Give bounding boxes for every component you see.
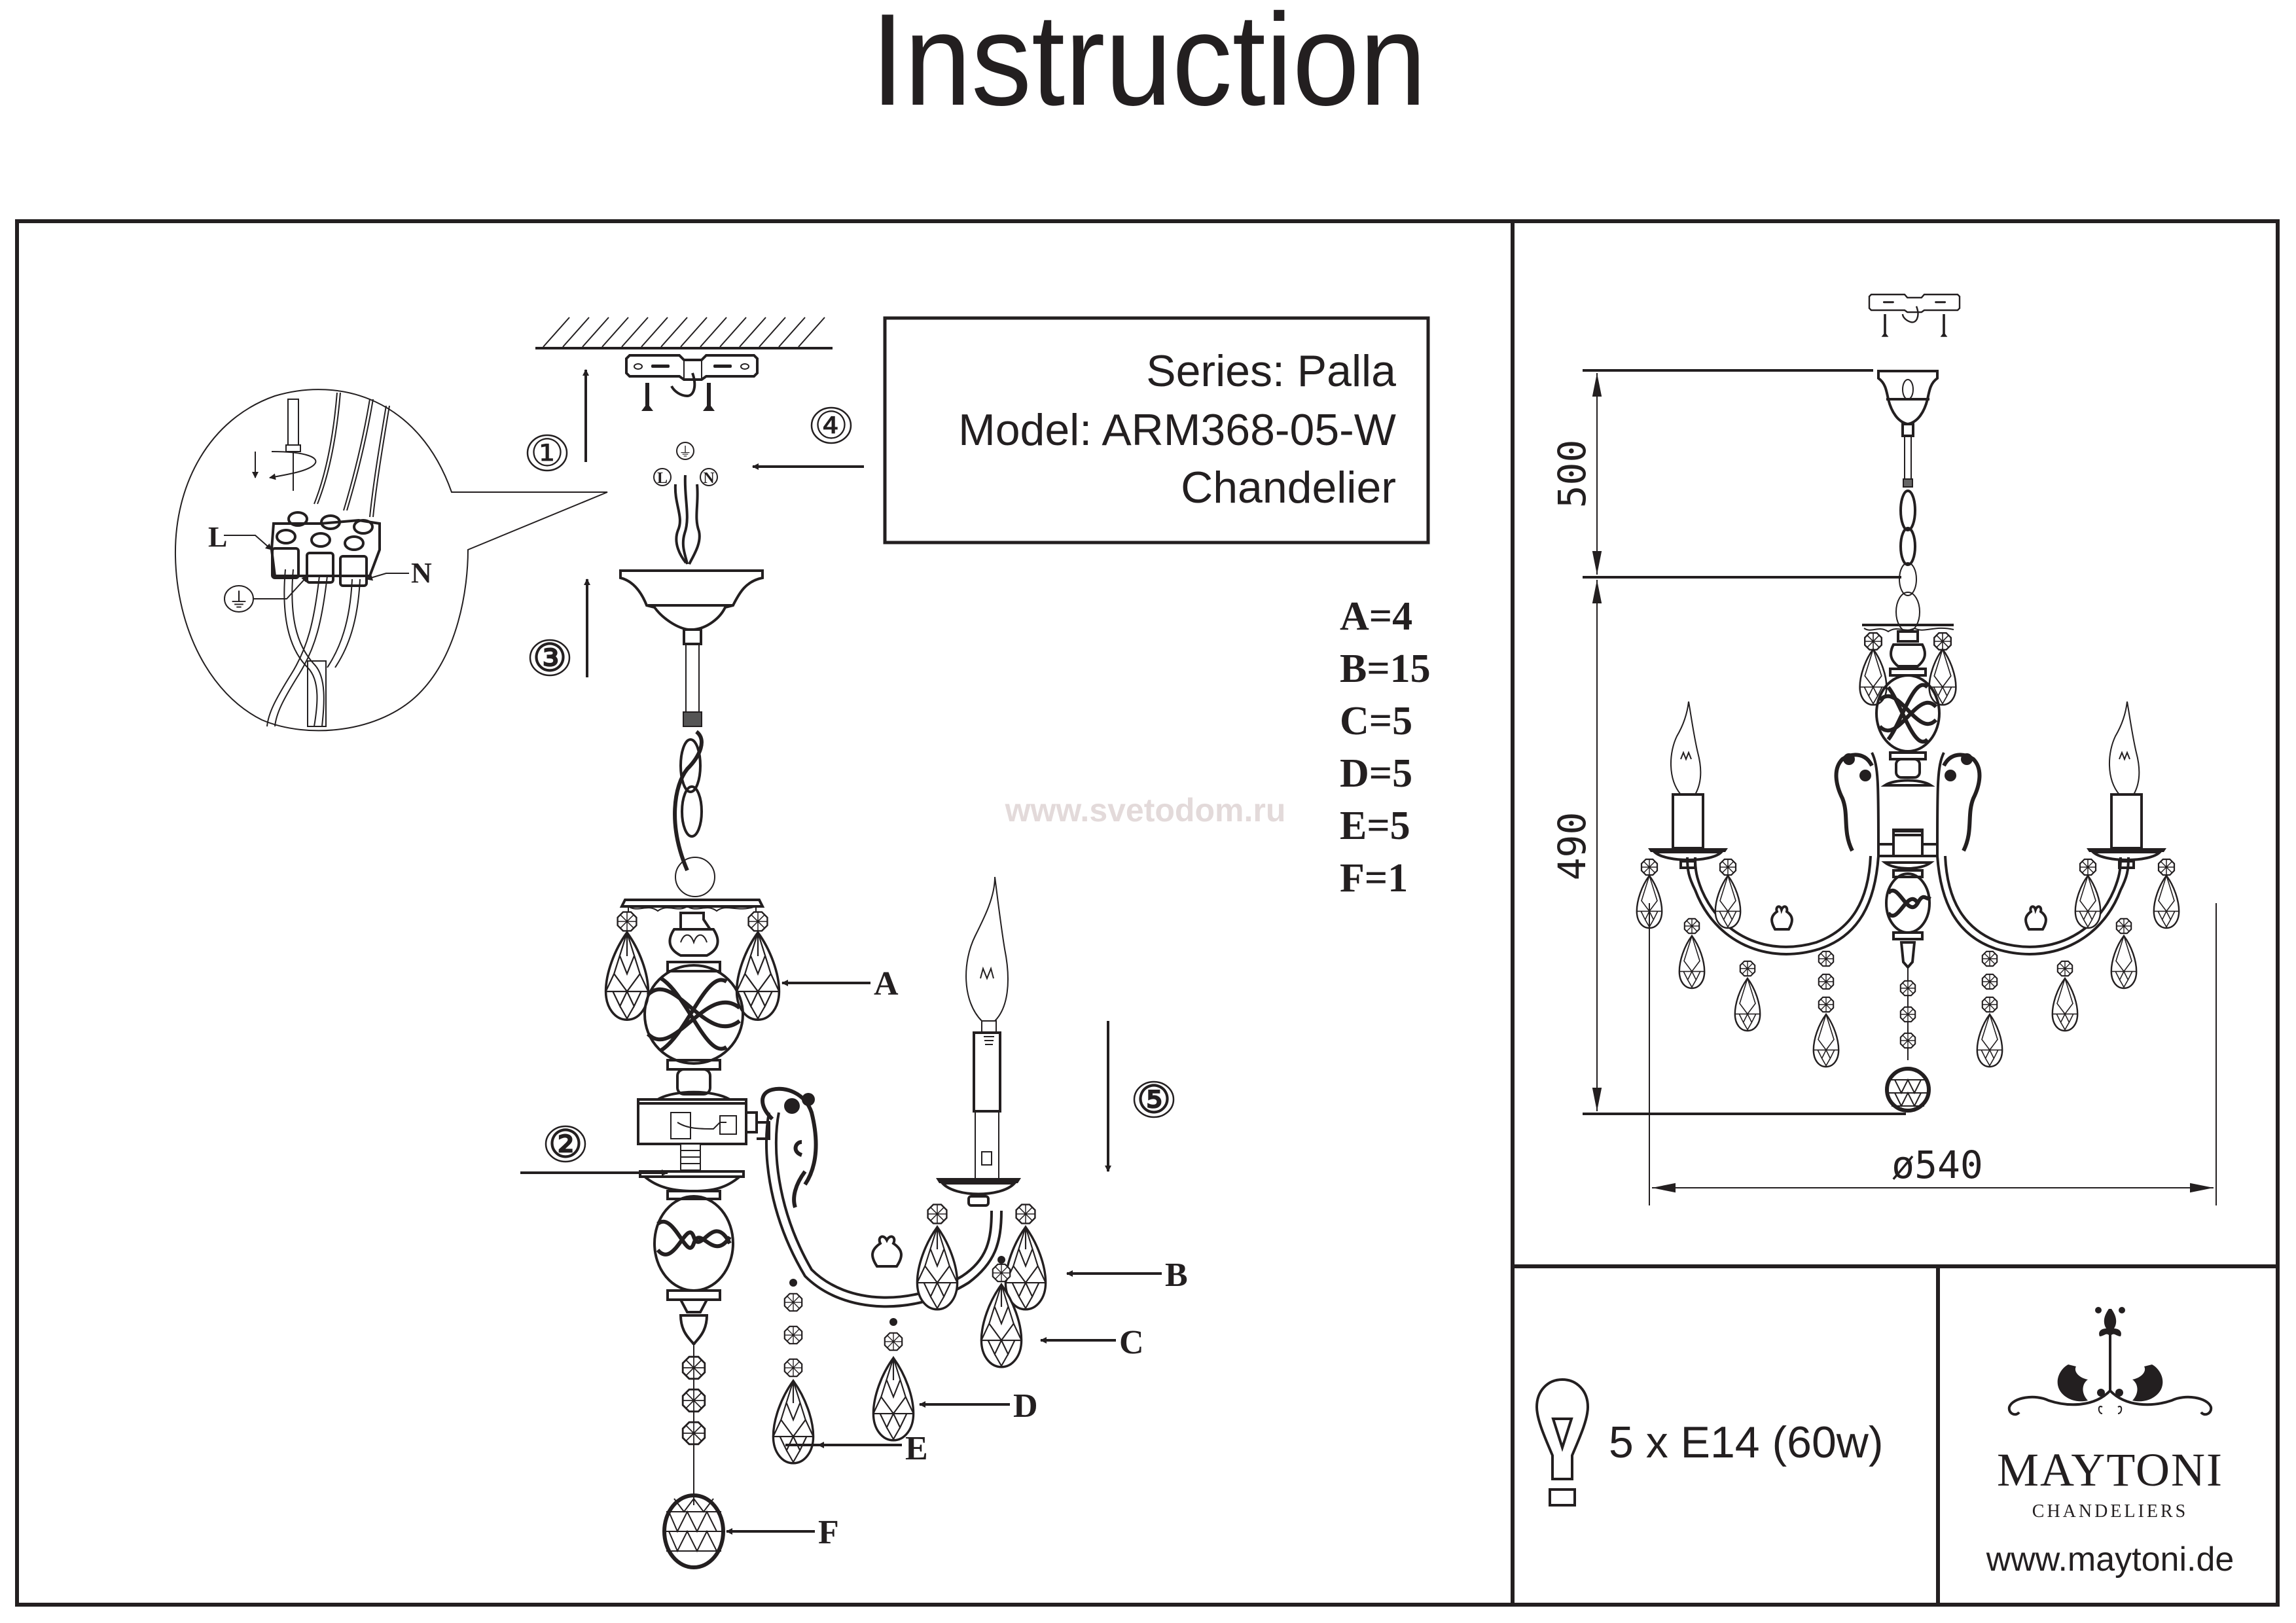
wiring-detail-callout: L N ⏚ bbox=[174, 389, 608, 732]
product-info-box: Series: Palla Model: ARM368-05-W Chandel… bbox=[883, 316, 1430, 544]
parts-list-item: D=5 bbox=[1340, 751, 1412, 796]
suspension-chain bbox=[673, 730, 715, 897]
dimension-drawing: 500 490 ø540 bbox=[1550, 293, 2217, 1205]
step-3: ③ bbox=[529, 579, 590, 679]
live-label-small: L bbox=[657, 470, 668, 487]
page-title: Instruction bbox=[871, 0, 1427, 133]
step-1-number: ① bbox=[530, 432, 564, 474]
light-bulb-icon bbox=[1535, 1378, 1590, 1507]
parts-list-item: E=5 bbox=[1340, 804, 1410, 848]
step-3-number: ③ bbox=[533, 637, 567, 679]
parts-list-item: C=5 bbox=[1340, 699, 1412, 743]
brand-logo: MAYTONI CHANDELIERS www.maytoni.de bbox=[1986, 1307, 2234, 1578]
neutral-terminal-label: N bbox=[411, 557, 432, 589]
earth-terminal-icon bbox=[224, 585, 254, 613]
brand-tagline: CHANDELIERS bbox=[2032, 1501, 2188, 1522]
series-label: Series: Palla bbox=[1146, 346, 1396, 396]
neutral-label-small: N bbox=[703, 470, 715, 487]
dimension-lines bbox=[1583, 369, 2217, 1205]
callout-e: E bbox=[905, 1430, 928, 1467]
bulb-spec-text: 5 x E14 (60w) bbox=[1609, 1418, 1884, 1467]
dimension-height-body: 490 bbox=[1550, 812, 1594, 881]
canopy bbox=[619, 569, 764, 727]
brand-name: MAYTONI bbox=[1997, 1444, 2223, 1496]
earth-terminal-label: ⏚ bbox=[228, 588, 249, 612]
earth-symbol-small: ⏚ bbox=[679, 445, 692, 459]
live-terminal-label: L bbox=[208, 521, 227, 553]
step-5-number: ⑤ bbox=[1137, 1079, 1171, 1121]
callout-b: B bbox=[1165, 1257, 1188, 1294]
maytoni-ornament-icon bbox=[2007, 1307, 2213, 1416]
step-4: ④ bbox=[752, 404, 864, 470]
product-type-label: Chandelier bbox=[1181, 463, 1396, 512]
dimension-diameter: ø540 bbox=[1892, 1143, 1983, 1187]
callout-a: A bbox=[874, 965, 899, 1003]
chandelier-assembly-drawing bbox=[604, 876, 1047, 1569]
bulb-spec: 5 x E14 (60w) bbox=[1535, 1378, 1884, 1507]
parts-list-item: F=1 bbox=[1340, 856, 1408, 901]
part-callouts: A B C D E F bbox=[726, 965, 1188, 1551]
brand-website: www.maytoni.de bbox=[1986, 1541, 2234, 1578]
step-4-number: ④ bbox=[814, 404, 848, 447]
dimension-height-suspension: 500 bbox=[1550, 440, 1594, 508]
supply-wires: ⏚ L N bbox=[653, 442, 718, 565]
mounting-bracket-small-icon bbox=[1868, 293, 1961, 337]
step-2: ② bbox=[520, 1123, 668, 1176]
step-1: ① bbox=[526, 369, 589, 474]
parts-list: A=4 B=15 C=5 D=5 E=5 F=1 bbox=[1340, 594, 1431, 901]
sheet-frame bbox=[15, 219, 2280, 1607]
model-label: Model: ARM368-05-W bbox=[958, 405, 1396, 455]
parts-list-item: A=4 bbox=[1340, 594, 1412, 639]
callout-f: F bbox=[818, 1514, 839, 1551]
watermark: www.svetodom.ru bbox=[1005, 792, 1286, 829]
step-5: ⑤ bbox=[1105, 1021, 1175, 1172]
callout-c: C bbox=[1119, 1324, 1144, 1361]
mounting-bracket-icon bbox=[625, 354, 759, 411]
ceiling-hatch bbox=[535, 317, 833, 349]
callout-d: D bbox=[1013, 1387, 1038, 1425]
parts-list-item: B=15 bbox=[1340, 647, 1431, 691]
step-2-number: ② bbox=[548, 1123, 583, 1166]
